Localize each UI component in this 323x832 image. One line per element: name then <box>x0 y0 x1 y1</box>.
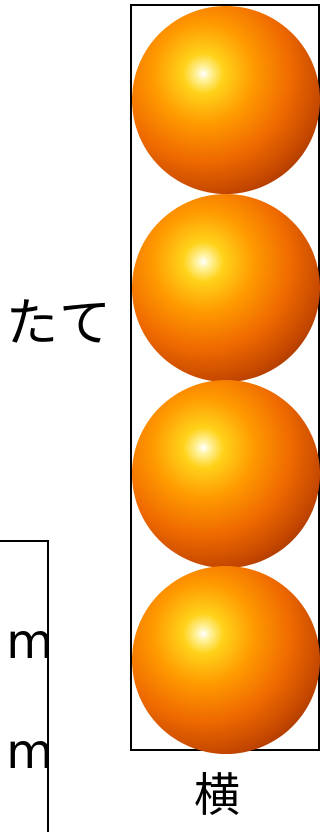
ball-4 <box>132 566 320 754</box>
measurement-line-1: m <box>6 614 49 670</box>
ball-3 <box>132 380 320 568</box>
ball-1 <box>132 6 320 194</box>
ball-2 <box>132 194 320 382</box>
measurement-line-2: m <box>6 724 49 780</box>
measurement-box: m m <box>0 540 49 832</box>
vertical-label: たて <box>6 294 113 354</box>
horizontal-label: 横 <box>194 768 240 822</box>
